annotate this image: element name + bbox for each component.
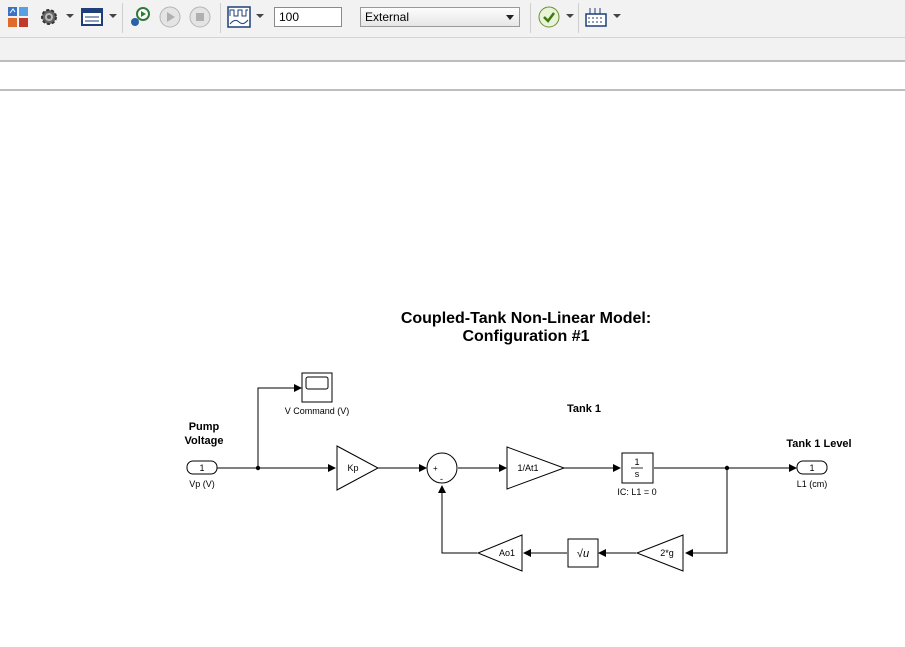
pump-voltage-label-line2: Voltage: [185, 435, 224, 447]
scope-name: V Command (V): [285, 406, 350, 416]
outport-l1-block[interactable]: 1: [796, 460, 828, 475]
explorer-dropdown-caret[interactable]: [109, 14, 117, 18]
settings-dropdown-caret[interactable]: [66, 14, 74, 18]
sum-minus-sign: -: [440, 474, 443, 484]
diagram-title-line1: Coupled-Tank Non-Linear Model:: [401, 310, 651, 327]
gain-at1-block[interactable]: 1/At1: [506, 446, 566, 490]
integrator-block[interactable]: 1 s: [621, 452, 654, 484]
chevron-down-icon: [506, 15, 514, 20]
branch-point: [724, 465, 730, 471]
check-dropdown-caret[interactable]: [566, 14, 574, 18]
model-explorer-icon[interactable]: [79, 4, 105, 30]
gain-ao1-label: Ao1: [499, 548, 515, 558]
sqrt-block[interactable]: √u: [567, 538, 599, 568]
sum-plus-sign: +: [433, 464, 438, 473]
tank1-level-label: Tank 1 Level: [786, 438, 851, 450]
record-icon[interactable]: [226, 4, 252, 30]
hardware-icon[interactable]: [583, 4, 609, 30]
inport-name: Vp (V): [189, 479, 215, 489]
address-bar: [0, 38, 905, 62]
check-icon[interactable]: [536, 4, 562, 30]
step-back-icon[interactable]: [128, 4, 152, 30]
gain-at1-label: 1/At1: [517, 463, 538, 473]
inport-vp-block[interactable]: 1: [186, 460, 218, 475]
stop-icon[interactable]: [187, 4, 213, 30]
integrator-numerator: 1: [634, 457, 639, 467]
gain-kp-block[interactable]: Kp: [336, 445, 380, 491]
diagram-title-line2: Configuration #1: [462, 328, 589, 345]
hardware-dropdown-caret[interactable]: [613, 14, 621, 18]
gain-ao1-block[interactable]: Ao1: [476, 534, 523, 572]
run-icon[interactable]: [157, 4, 183, 30]
block-diagram: Coupled-Tank Non-Linear Model: Configura…: [185, 310, 852, 572]
model-canvas[interactable]: Coupled-Tank Non-Linear Model: Configura…: [0, 91, 905, 642]
simulation-mode-value: External: [365, 10, 410, 24]
branch-point: [255, 465, 261, 471]
sum-block[interactable]: + -: [426, 452, 458, 484]
outport-number: 1: [809, 463, 814, 473]
gain-2g-block[interactable]: 2*g: [635, 534, 684, 572]
integrator-ic-label: IC: L1 = 0: [617, 487, 656, 497]
gain-2g-label: 2*g: [660, 548, 674, 558]
scope-block[interactable]: [301, 372, 333, 403]
toolbar: External: [0, 0, 905, 38]
record-dropdown-caret[interactable]: [256, 14, 264, 18]
pump-voltage-label-line1: Pump: [189, 421, 220, 433]
library-browser-icon[interactable]: [4, 4, 32, 30]
sqrt-label: √u: [577, 548, 589, 560]
inport-number: 1: [199, 463, 204, 473]
signal-lines: [217, 384, 797, 557]
integrator-denominator: s: [635, 469, 640, 479]
gain-kp-label: Kp: [347, 463, 358, 473]
stop-time-input[interactable]: [274, 7, 342, 27]
breadcrumb-strip: [0, 62, 905, 91]
model-settings-icon[interactable]: [36, 4, 62, 30]
outport-name: L1 (cm): [797, 479, 828, 489]
simulation-mode-select[interactable]: External: [360, 7, 520, 27]
tank1-label: Tank 1: [567, 403, 601, 415]
